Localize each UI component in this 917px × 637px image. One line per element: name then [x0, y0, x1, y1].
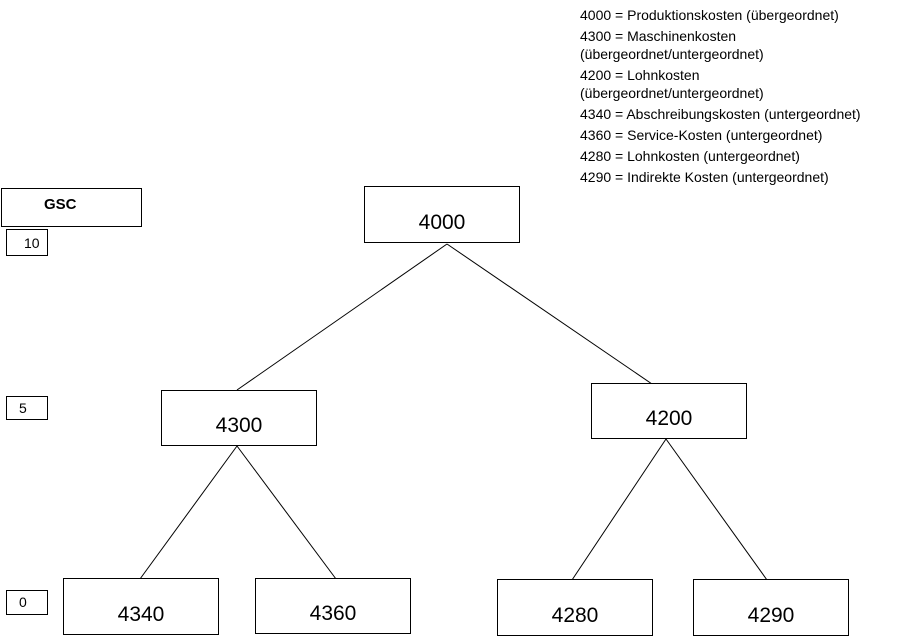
- node-4300: 4300: [161, 390, 317, 446]
- edge-4300-4340: [139, 445, 238, 580]
- level-box-0: 0: [6, 590, 48, 615]
- node-4360: 4360: [255, 578, 411, 634]
- edge-4000-4300: [236, 243, 448, 391]
- node-4280: 4280: [497, 579, 653, 636]
- node-label-4000: 4000: [418, 211, 466, 234]
- legend-item: 4340 = Abschreibungskosten (untergeordne…: [580, 106, 861, 122]
- level-label-0: 0: [19, 594, 27, 610]
- node-4340: 4340: [63, 578, 219, 635]
- node-label-4280: 4280: [551, 604, 599, 627]
- legend-item: 4280 = Lohnkosten (untergeordnet): [580, 148, 800, 164]
- level-label-5: 5: [19, 400, 27, 416]
- node-label-4300: 4300: [215, 414, 263, 437]
- node-label-4200: 4200: [645, 407, 693, 430]
- edge-4300-4360: [236, 445, 337, 580]
- cost-legend: 4000 = Produktionskosten (übergeordnet) …: [580, 6, 910, 189]
- gsc-label: GSC: [44, 196, 77, 213]
- level-box-5: 5: [6, 396, 48, 420]
- edge-4000-4200: [446, 243, 653, 385]
- node-label-4360: 4360: [309, 602, 357, 625]
- legend-item: 4200 = Lohnkosten (übergeordnet/untergeo…: [580, 67, 764, 101]
- gsc-header-box: GSC: [1, 188, 142, 227]
- node-4200: 4200: [591, 383, 747, 439]
- edge-4200-4290: [665, 438, 768, 581]
- legend-item: 4300 = Maschinenkosten (übergeordnet/unt…: [580, 28, 764, 62]
- legend-item: 4000 = Produktionskosten (übergeordnet): [580, 7, 839, 23]
- edge-4200-4280: [571, 438, 667, 581]
- node-4000: 4000: [364, 186, 520, 243]
- node-label-4290: 4290: [747, 604, 795, 627]
- legend-item: 4290 = Indirekte Kosten (untergeordnet): [580, 169, 829, 185]
- node-4290: 4290: [693, 579, 849, 636]
- node-label-4340: 4340: [117, 603, 165, 626]
- level-label-10: 10: [24, 235, 40, 251]
- legend-item: 4360 = Service-Kosten (untergeordnet): [580, 127, 823, 143]
- level-box-10: 10: [6, 229, 48, 256]
